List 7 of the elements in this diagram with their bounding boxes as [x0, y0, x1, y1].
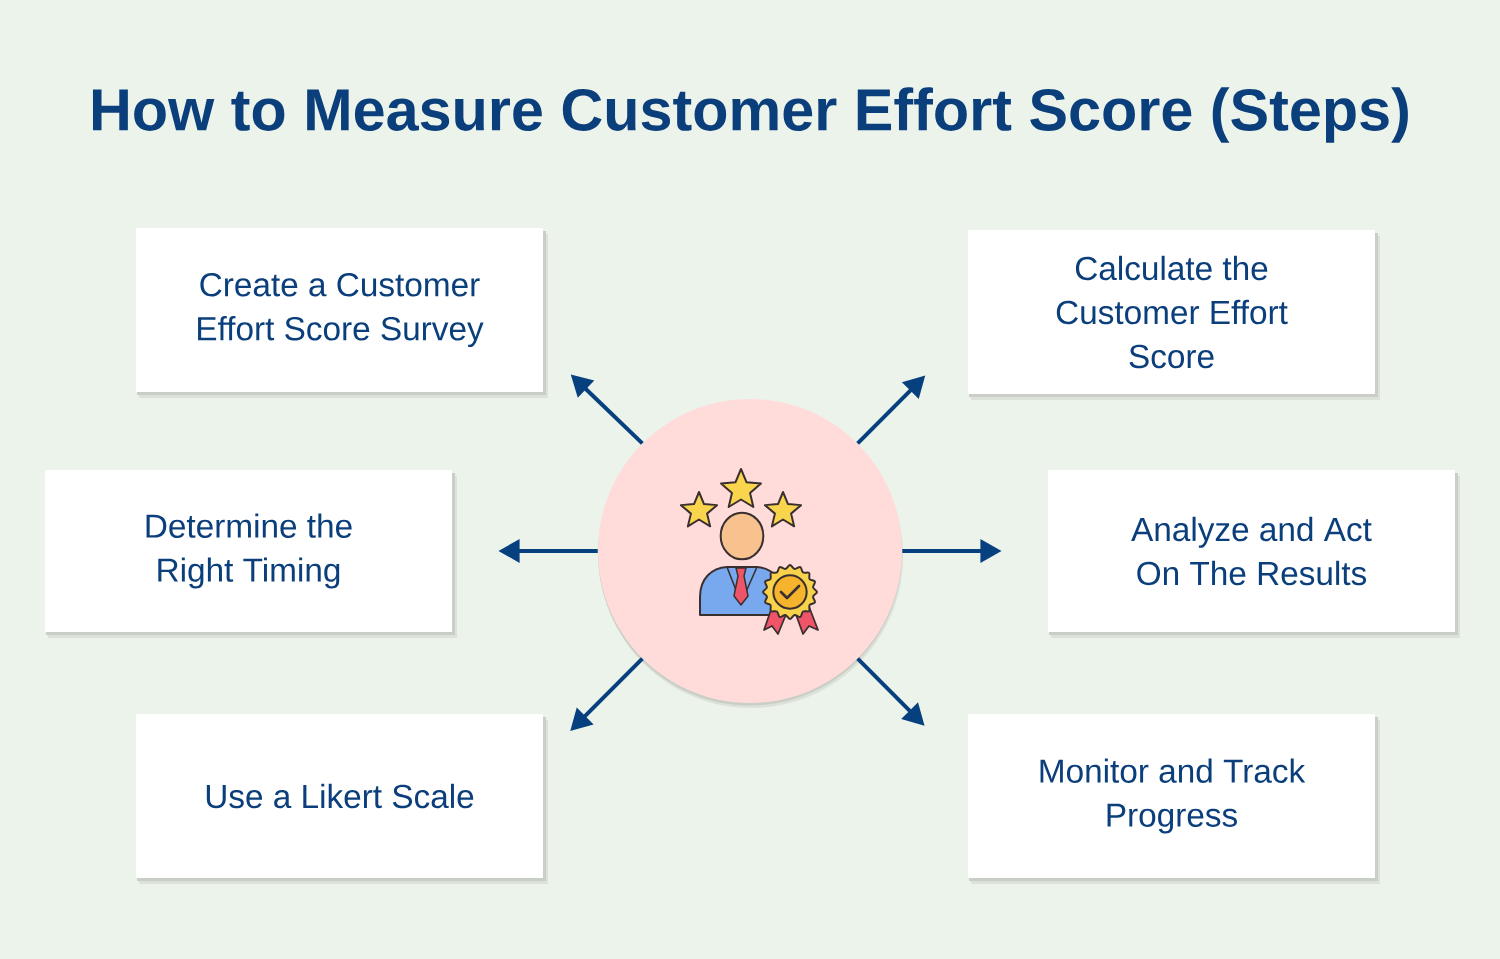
text-box: Create a Customer Effort Score Survey	[136, 228, 548, 398]
text-box: Use a Likert Scale	[136, 714, 548, 884]
text-box: Monitor and Track Progress	[968, 714, 1380, 884]
text-box: Calculate the Customer Effort Score	[968, 230, 1380, 400]
text-box: Determine the Right Timing	[45, 470, 457, 638]
text-box: Analyze and Act On The Results	[1048, 470, 1460, 638]
title: How to Measure Customer Effort Score (Steps)	[92, 87, 1408, 143]
